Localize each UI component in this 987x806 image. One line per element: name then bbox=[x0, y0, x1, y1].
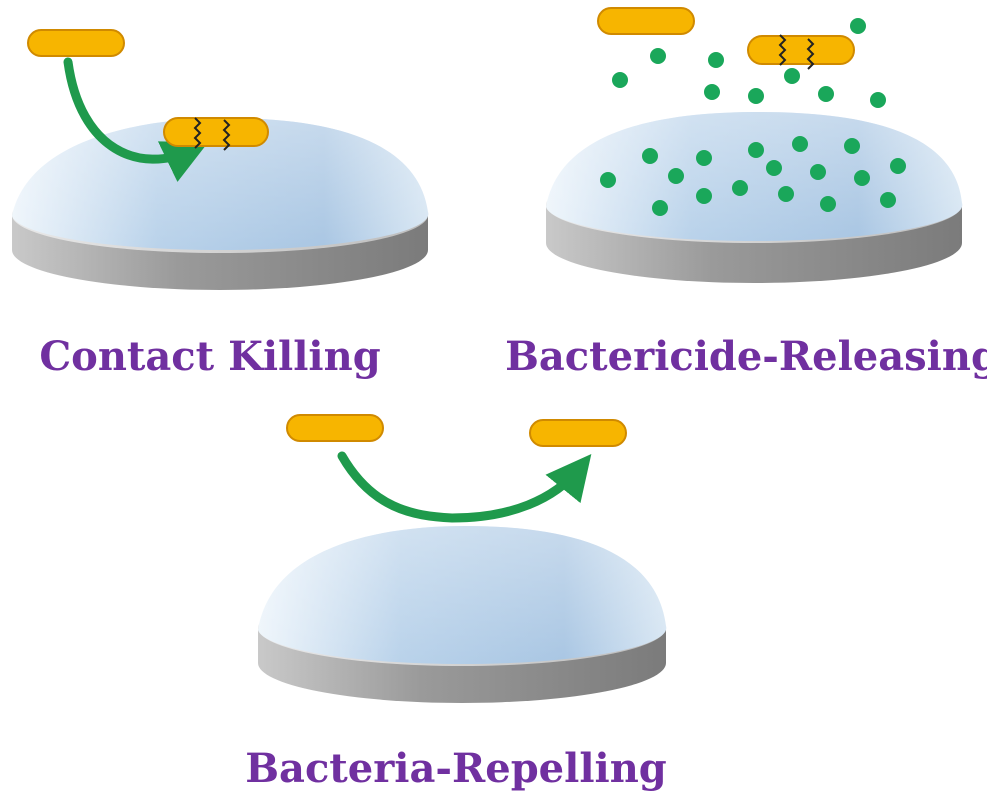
bactericide-dot bbox=[696, 188, 712, 204]
bactericide-dot bbox=[818, 86, 834, 102]
bacterium bbox=[529, 419, 627, 447]
bacterium bbox=[27, 29, 125, 57]
attach-arrow bbox=[63, 57, 209, 182]
bactericide-dot bbox=[732, 180, 748, 196]
bactericide-dot bbox=[766, 160, 782, 176]
bactericide-dot bbox=[778, 186, 794, 202]
bactericide-dot bbox=[880, 192, 896, 208]
bactericide-dot bbox=[696, 150, 712, 166]
bactericide-dot bbox=[612, 72, 628, 88]
bactericide-dot bbox=[792, 136, 808, 152]
repel-arrow bbox=[337, 451, 592, 523]
bactericide-dot bbox=[844, 138, 860, 154]
label-bacteria-repelling: Bacteria-Repelling bbox=[245, 745, 667, 792]
bactericide-dot bbox=[650, 48, 666, 64]
panel-contact-killing: Contact Killing bbox=[12, 29, 429, 380]
bactericide-dot bbox=[668, 168, 684, 184]
bactericide-dot bbox=[890, 158, 906, 174]
bacterium bbox=[597, 7, 695, 35]
bactericide-dot bbox=[704, 84, 720, 100]
bactericide-dot bbox=[820, 196, 836, 212]
embedded-bactericide bbox=[600, 136, 906, 216]
killed-bacterium bbox=[747, 34, 855, 70]
bactericide-dot bbox=[642, 148, 658, 164]
bactericide-dot bbox=[748, 88, 764, 104]
bactericide-dot bbox=[652, 200, 668, 216]
bacterium bbox=[286, 414, 384, 442]
bactericide-dot bbox=[600, 172, 616, 188]
panel-bactericide-releasing: Bactericide-Releasing bbox=[505, 7, 987, 380]
bactericide-dot bbox=[850, 18, 866, 34]
bactericide-dot bbox=[784, 68, 800, 84]
label-contact-killing: Contact Killing bbox=[39, 333, 380, 380]
coating-dome bbox=[258, 526, 667, 665]
released-bactericide bbox=[612, 18, 886, 108]
panel-bacteria-repelling: Bacteria-Repelling bbox=[245, 414, 667, 792]
bactericide-dot bbox=[870, 92, 886, 108]
bactericide-dot bbox=[854, 170, 870, 186]
bactericide-dot bbox=[708, 52, 724, 68]
bactericide-dot bbox=[810, 164, 826, 180]
killed-bacterium bbox=[163, 117, 269, 151]
label-bactericide-releasing: Bactericide-Releasing bbox=[505, 333, 987, 380]
bactericide-dot bbox=[748, 142, 764, 158]
